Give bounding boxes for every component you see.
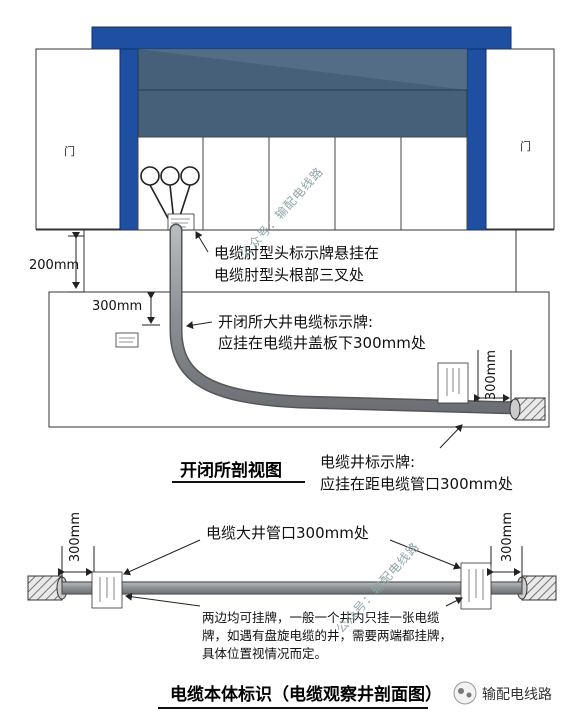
dim-200-label: 200mm <box>29 258 80 273</box>
dim-left-label: 300mm <box>68 512 83 563</box>
leader-lines-lower <box>123 539 463 607</box>
brand-name: 输配电线路 <box>482 687 552 703</box>
shaft-label-line1: 电缆井标示牌: <box>320 453 416 471</box>
section-view-title: 开闭所剖视图 <box>180 461 282 481</box>
well-label-line1: 开闭所大井电缆标示牌: <box>218 313 374 331</box>
elbow-connectors <box>140 166 200 223</box>
door-right-label: 门 <box>520 140 531 153</box>
dim-200 <box>68 232 84 293</box>
brand-icon <box>453 681 477 705</box>
door-left-label: 门 <box>64 145 75 158</box>
elbow-label-line2: 电缆肘型头根部三叉处 <box>214 266 365 284</box>
dim-right-label: 300mm <box>500 512 515 563</box>
shaft-label-line2: 应挂在距电缆管口300mm处 <box>320 475 513 493</box>
well-label-line2: 应挂在电缆井盖板下300mm处 <box>218 334 426 352</box>
cable-body-view <box>27 562 557 610</box>
dim-300-pipe-label: 300mm <box>484 350 499 401</box>
wall-right <box>485 48 555 230</box>
dim-300-shaft-label: 300mm <box>92 299 143 314</box>
panel-upper-shade <box>138 49 467 90</box>
body-view-title: 电缆本体标识（电缆观察井剖面图） <box>170 685 442 705</box>
roof-beam <box>91 26 512 50</box>
column-left <box>119 48 139 231</box>
wall-left <box>35 48 121 230</box>
column-right <box>466 48 487 231</box>
leader-lines-upper <box>186 231 463 449</box>
switchgear-room <box>35 26 555 231</box>
dim-300-shaft <box>142 292 160 326</box>
cable-body <box>61 581 523 595</box>
elbow-label-line1: 电缆肘型头标示牌悬挂在 <box>214 244 380 262</box>
dim-300-pipe <box>474 350 512 402</box>
well-tag-left <box>115 332 139 348</box>
hanging-note: 两边均可挂牌，一般一个井内只挂一张电缆牌，如遇有盘旋电缆的井，需要两端都挂牌，具… <box>202 610 453 661</box>
dim-lower <box>58 546 523 582</box>
pipe-label: 电缆大井管口300mm处 <box>206 524 369 542</box>
